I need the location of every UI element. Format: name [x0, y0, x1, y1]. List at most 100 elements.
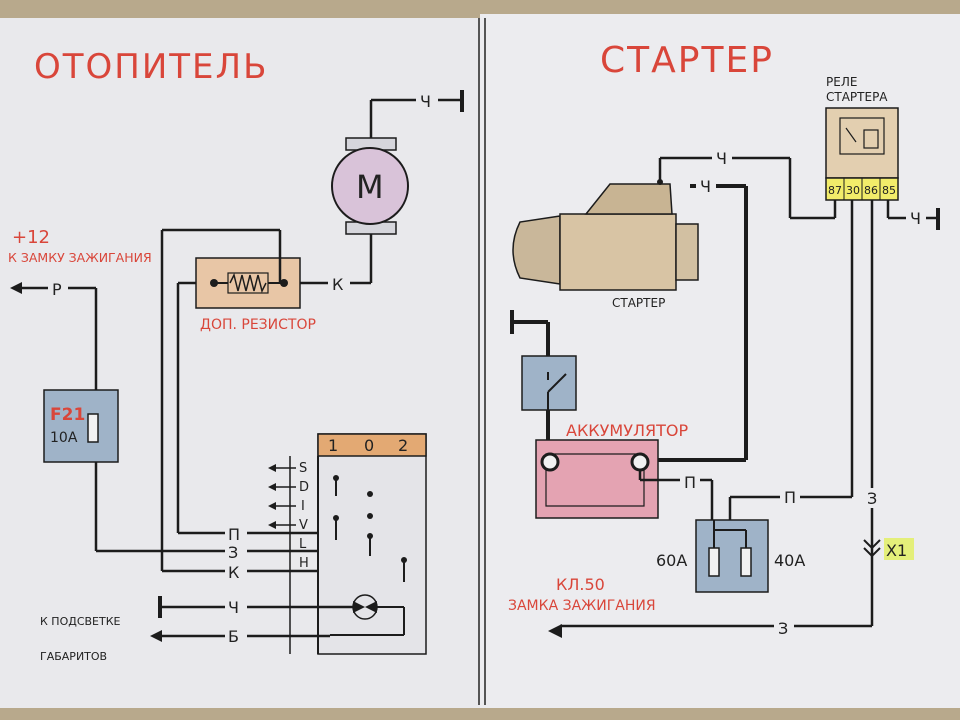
- wire-letter-b: Б: [228, 627, 239, 646]
- starter-body: [559, 213, 677, 291]
- left-title: ОТОПИТЕЛЬ: [34, 47, 268, 87]
- resistor-node: [210, 279, 218, 287]
- label-bg: [712, 148, 732, 168]
- p-letter: Р: [52, 280, 62, 299]
- z1-letter: З: [867, 489, 877, 508]
- wire-letter-p: П: [228, 525, 240, 544]
- kl50-label-2: ЗАМКА ЗАЖИГАНИЯ: [508, 598, 656, 614]
- label-bg: [416, 90, 438, 110]
- motor-letter: М: [356, 168, 384, 206]
- starter-end-cap: [675, 223, 699, 281]
- label-bg: [863, 488, 883, 508]
- switch-pos-1: 1: [328, 436, 338, 455]
- backlight-label-2: ГАБАРИТОВ: [40, 650, 107, 663]
- pin-arrow: [268, 521, 276, 529]
- battery-label: АККУМУЛЯТОР: [566, 421, 688, 440]
- wire-letter-ch: Ч: [228, 598, 239, 617]
- starter-nose: [512, 215, 561, 285]
- b-arrow: [150, 630, 162, 642]
- backlight-label-1: К ПОДСВЕТКЕ: [40, 615, 121, 628]
- right-title: СТАРТЕР: [600, 40, 774, 81]
- solenoid: [584, 183, 673, 215]
- pin-l: L: [299, 537, 307, 552]
- starter-relay: [825, 107, 899, 179]
- label-bg: [696, 176, 716, 196]
- connector-chevron: [863, 547, 881, 558]
- relay-pin-86: 86: [864, 184, 878, 197]
- relay-pin-30: 30: [846, 184, 860, 197]
- relay-label-1: РЕЛЕ: [826, 75, 857, 89]
- connector-chevron: [863, 539, 881, 550]
- relay-coil: [863, 129, 879, 149]
- ignition-arrow: [548, 624, 562, 638]
- pin-arrow: [268, 464, 276, 472]
- label-bg: [774, 618, 794, 638]
- battery-pos-terminal: [630, 452, 650, 472]
- label-bg: [680, 472, 700, 492]
- pin-arrow: [268, 502, 276, 510]
- label-bg: [906, 208, 926, 228]
- relay-label-2: СТАРТЕРА: [826, 90, 888, 104]
- fuse-40a: [740, 547, 752, 577]
- label-bg: [225, 524, 247, 544]
- supply-label: +12: [12, 227, 50, 248]
- switch-header: [317, 433, 427, 457]
- relay-pin-87: 87: [828, 184, 842, 197]
- label-bg: [225, 597, 247, 617]
- switch-pos-0: 0: [364, 436, 374, 455]
- kl50-label-1: КЛ.50: [556, 575, 605, 594]
- pin-i: I: [301, 499, 305, 514]
- relay-pin-85: 85: [882, 184, 896, 197]
- fuse-f21-rating: 10А: [50, 430, 78, 446]
- label-bg: [225, 626, 247, 646]
- fuse-block: [695, 519, 769, 593]
- resistor-label: ДОП. РЕЗИСТОР: [200, 317, 316, 333]
- fuse-f21: [43, 389, 119, 463]
- relay-switch: [845, 127, 857, 143]
- resistor-zigzag: [229, 272, 267, 294]
- pin-h: H: [299, 556, 309, 571]
- z2-letter: З: [778, 619, 788, 638]
- label-bg: [780, 487, 800, 507]
- lamp-cross: [353, 601, 377, 613]
- pin-s: S: [299, 461, 307, 476]
- wire-letter-k: К: [228, 563, 240, 582]
- battery-inner: [545, 453, 645, 507]
- p1-letter: П: [684, 473, 696, 492]
- starter-label: СТАРТЕР: [612, 296, 665, 310]
- p-arrow: [10, 282, 22, 294]
- label-bg: [225, 562, 247, 582]
- p2-letter: П: [784, 488, 796, 507]
- supply-sub-label: К ЗАМКУ ЗАЖИГАНИЯ: [8, 250, 152, 265]
- relay-contacts: [839, 117, 885, 155]
- fuse-f21-element: [87, 413, 99, 443]
- ch2-letter: Ч: [700, 177, 711, 196]
- pin-d: D: [299, 480, 309, 495]
- motor-ground-letter: Ч: [420, 92, 431, 111]
- fuse-60a: [708, 547, 720, 577]
- label-bg: [225, 542, 247, 562]
- contact: [367, 513, 373, 519]
- fuse-40-label: 40А: [774, 551, 805, 570]
- pin-arrow: [268, 483, 276, 491]
- terminal: [657, 179, 663, 185]
- x1-label: Х1: [886, 541, 907, 560]
- wire-letter-z: З: [228, 543, 238, 562]
- heater-switch: [317, 433, 427, 655]
- switch-pos-2: 2: [398, 436, 408, 455]
- x1-badge: [884, 538, 914, 560]
- label-bg: [328, 272, 350, 294]
- fuse-60-label: 60А: [656, 551, 687, 570]
- relay-ground-letter: Ч: [910, 209, 921, 228]
- motor-symbol: [331, 147, 409, 225]
- pin-v: V: [299, 518, 308, 533]
- label-bg: [48, 278, 68, 298]
- motor-k-letter: К: [332, 275, 344, 294]
- switch-lever: [547, 373, 567, 393]
- battery-neg-terminal: [540, 452, 560, 472]
- fuse-f21-name: F21: [50, 405, 85, 425]
- resistor-node: [280, 279, 288, 287]
- ch1-letter: Ч: [716, 149, 727, 168]
